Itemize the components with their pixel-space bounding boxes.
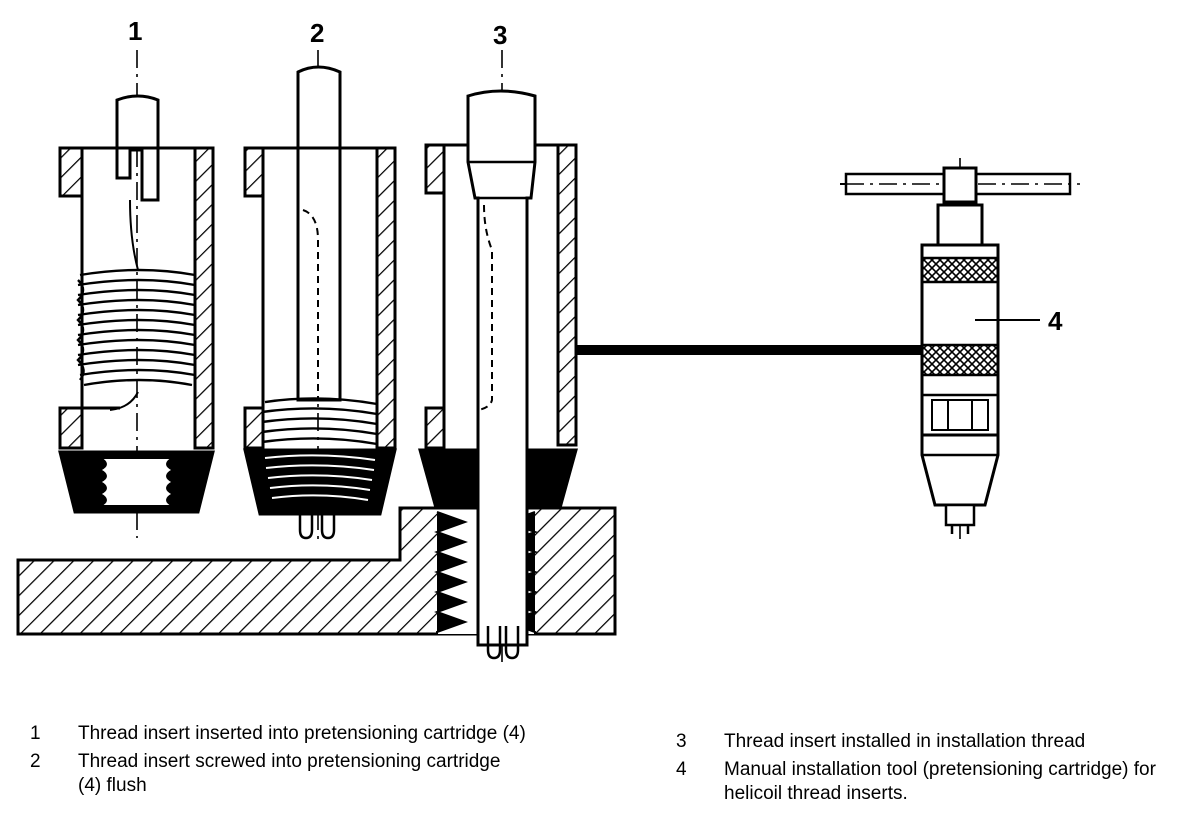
legend-num: 4 <box>676 759 687 780</box>
cartridge-3 <box>418 50 922 665</box>
legend-text: Thread insert screwed into pretensioning… <box>78 751 501 796</box>
legend-left: 1 Thread insert inserted into pretension… <box>30 722 590 802</box>
callout-3: 3 <box>493 20 507 50</box>
callout-4: 4 <box>1048 306 1063 336</box>
callout-2: 2 <box>310 18 324 48</box>
callout-1: 1 <box>128 16 142 46</box>
legend-text: Thread insert inserted into pretensionin… <box>78 723 526 744</box>
cartridge-2 <box>243 50 397 545</box>
legend-num: 1 <box>30 723 41 744</box>
legend-text: Manual installation tool (pretensioning … <box>724 759 1156 804</box>
thread-insert-installation-diagram: 1 2 3 4 <box>16 16 1080 665</box>
legend-item-2: 2 Thread insert screwed into pretensioni… <box>30 750 518 798</box>
legend-right: 3 Thread insert installed in installatio… <box>676 730 1186 810</box>
legend-item-1: 1 Thread insert inserted into pretension… <box>30 722 590 746</box>
legend-text: Thread insert installed in installation … <box>724 731 1086 752</box>
cartridge-1 <box>58 50 215 538</box>
legend-num: 2 <box>30 751 41 772</box>
legend-item-4: 4 Manual installation tool (pretensionin… <box>676 758 1186 806</box>
manual-installation-tool <box>840 158 1080 545</box>
legend-num: 3 <box>676 731 687 752</box>
installation-thread-left <box>434 511 468 634</box>
legend-item-3: 3 Thread insert installed in installatio… <box>676 730 1186 754</box>
